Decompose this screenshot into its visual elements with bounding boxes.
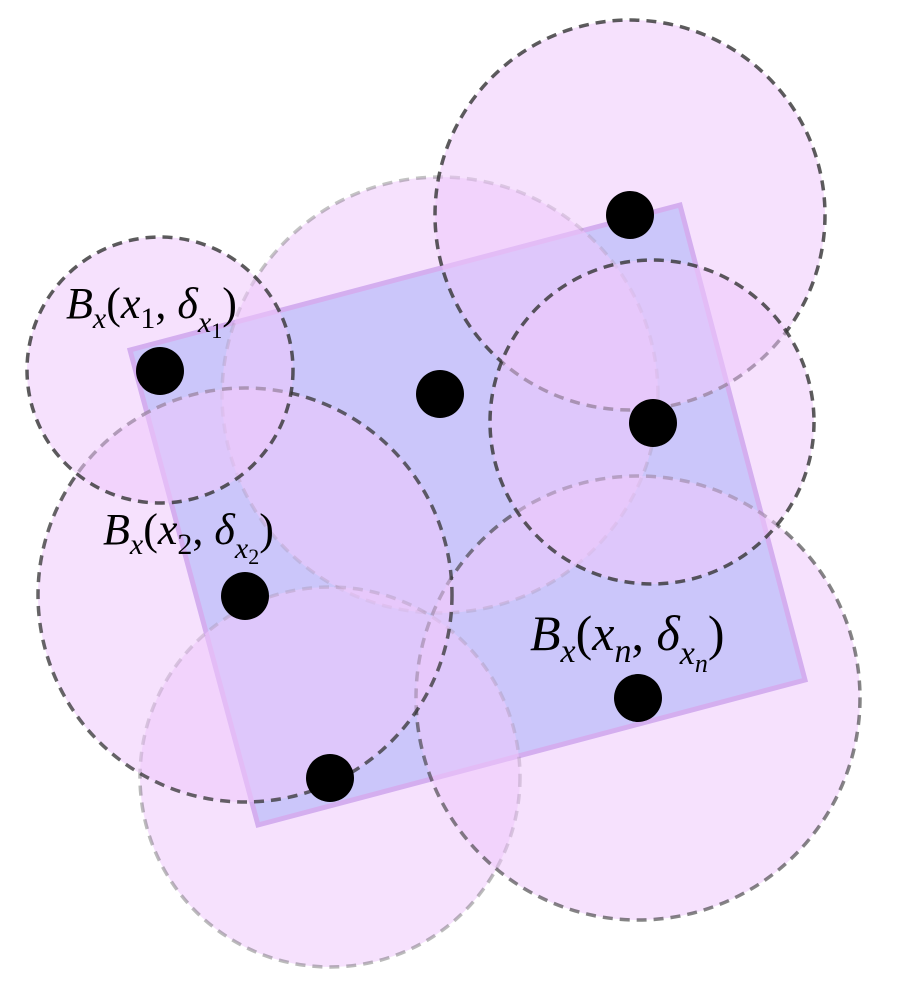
point-bottom xyxy=(306,754,354,802)
point-xn xyxy=(614,674,662,722)
point-x2 xyxy=(221,572,269,620)
label-ball-xn: Bx(xn, δxn) xyxy=(530,605,725,678)
point-right xyxy=(629,399,677,447)
point-center xyxy=(416,370,464,418)
label-ball-x1: Bx(x1, δx1) xyxy=(66,279,237,343)
label-ball-x2: Bx(x2, δx2) xyxy=(103,505,274,569)
point-x1 xyxy=(136,347,184,395)
point-top xyxy=(606,191,654,239)
